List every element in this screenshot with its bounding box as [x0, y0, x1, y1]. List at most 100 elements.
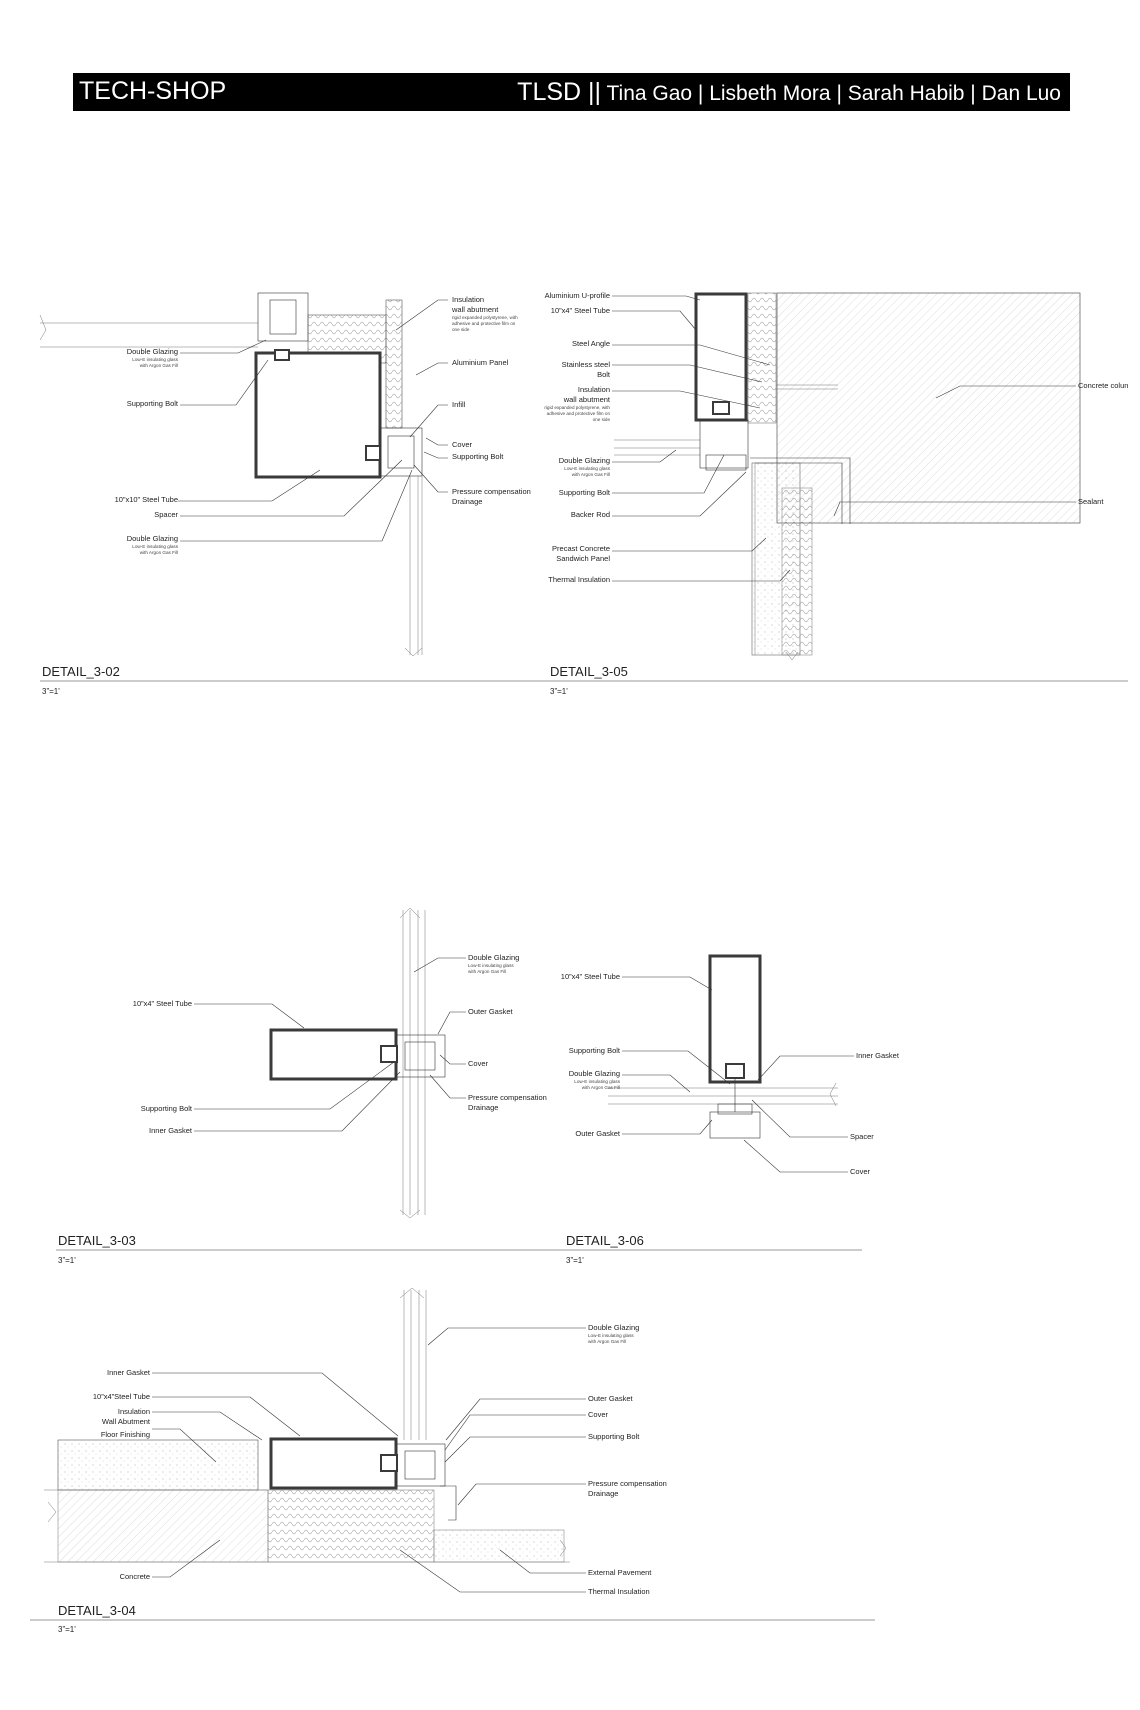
label-wall-abutment: Wall Abutment — [102, 1417, 151, 1426]
team-credits: TLSD || Tina Gao | Lisbeth Mora | Sarah … — [517, 78, 1061, 107]
svg-text:wall abutment: wall abutment — [451, 305, 499, 314]
steel-tube-10x4 — [269, 1437, 398, 1490]
svg-text:Drainage: Drainage — [588, 1489, 618, 1498]
steel-tube-10x4 — [269, 1028, 398, 1081]
label-insulation: Insulation — [452, 295, 484, 304]
label-steel-angle: Steel Angle — [572, 339, 610, 348]
label-spacer: Spacer — [850, 1132, 874, 1141]
label-insulation: Insulation — [118, 1407, 150, 1416]
label-floor-finishing: Floor Finishing — [101, 1430, 150, 1439]
label-thermal-insulation: Thermal Insulation — [548, 575, 610, 584]
label-u-profile: Aluminium U-profile — [545, 291, 610, 300]
label-insulation: Insulation — [578, 385, 610, 394]
label-steel-tube: 10”x4” Steel Tube — [561, 972, 620, 981]
concrete-slab — [57, 1489, 269, 1563]
detail-scale-3-04: 3”=1' — [58, 1625, 76, 1634]
svg-text:with Argon Gas Fill: with Argon Gas Fill — [468, 969, 506, 974]
detail-scale-3-03: 3”=1' — [58, 1256, 76, 1265]
svg-text:one side: one side — [452, 327, 470, 332]
detail-scale-3-05: 3”=1' — [550, 687, 568, 696]
svg-text:wall abutment: wall abutment — [563, 395, 611, 404]
svg-text:adhesive and protective film o: adhesive and protective film on — [452, 321, 516, 326]
label-spacer: Spacer — [154, 510, 178, 519]
detail-title-3-03: DETAIL_3-03 — [58, 1233, 136, 1248]
label-cover: Cover — [588, 1410, 609, 1419]
label-outer-gasket: Outer Gasket — [468, 1007, 514, 1016]
label-concrete-column: Concrete colun — [1078, 381, 1128, 390]
svg-text:with Argon Gas Fill: with Argon Gas Fill — [140, 363, 178, 368]
svg-text:Bolt: Bolt — [597, 370, 611, 379]
svg-text:Sandwich Panel: Sandwich Panel — [556, 554, 610, 563]
label-sealant: Sealant — [1078, 497, 1104, 506]
label-double-glazing-bottom: Double Glazing — [127, 534, 178, 543]
label-double-glazing-top: Double Glazing — [127, 347, 178, 356]
svg-text:Low-E insulating glass: Low-E insulating glass — [574, 1079, 620, 1084]
detail-title-3-05: DETAIL_3-05 — [550, 664, 628, 679]
team-members: Tina Gao | Lisbeth Mora | Sarah Habib | … — [606, 82, 1061, 105]
external-pavement — [433, 1529, 565, 1563]
svg-text:Low-E insulating glass: Low-E insulating glass — [564, 466, 610, 471]
svg-text:adhesive and protective film o: adhesive and protective film on — [547, 411, 611, 416]
label-pressure-compensation: Pressure compensation — [588, 1479, 667, 1488]
cover-clamp — [396, 1034, 446, 1078]
label-supporting-bolt: Supporting Bolt — [559, 488, 611, 497]
detail-3-04: Inner Gasket 10”x4”Steel Tube Insulation… — [30, 1287, 875, 1634]
label-double-glazing: Double Glazing — [588, 1323, 639, 1332]
label-inner-gasket: Inner Gasket — [107, 1368, 151, 1377]
concrete-column — [776, 292, 1081, 524]
label-outer-gasket: Outer Gasket — [588, 1394, 634, 1403]
label-aluminium-panel: Aluminium Panel — [452, 358, 509, 367]
label-inner-gasket: Inner Gasket — [149, 1126, 193, 1135]
label-double-glazing: Double Glazing — [569, 1069, 620, 1078]
label-pressure-compensation: Pressure compensation — [452, 487, 531, 496]
svg-text:rigid expanded polystyrene, wi: rigid expanded polystyrene, with — [452, 315, 518, 320]
label-concrete: Concrete — [120, 1572, 150, 1581]
label-steel-tube: 10”x4” Steel Tube — [551, 306, 610, 315]
svg-text:with Argon Gas Fill: with Argon Gas Fill — [140, 550, 178, 555]
label-double-glazing: Double Glazing — [468, 953, 519, 962]
svg-text:with Argon Gas Fill: with Argon Gas Fill — [588, 1339, 626, 1344]
detail-title-3-04: DETAIL_3-04 — [58, 1603, 136, 1618]
label-double-glazing: Double Glazing — [559, 456, 610, 465]
studio-name: TLSD || — [517, 78, 602, 106]
right-clamp — [379, 427, 423, 477]
label-supporting-bolt: Supporting Bolt — [588, 1432, 640, 1441]
svg-text:with Argon Gas Fill: with Argon Gas Fill — [582, 1085, 620, 1090]
label-thermal-insulation: Thermal Insulation — [588, 1587, 650, 1596]
svg-text:with Argon Gas Fill: with Argon Gas Fill — [572, 472, 610, 477]
label-supporting-bolt: Supporting Bolt — [141, 1104, 193, 1113]
svg-text:Drainage: Drainage — [452, 497, 482, 506]
floor-finishing — [57, 1439, 259, 1491]
label-pressure-compensation: Pressure compensation — [468, 1093, 547, 1102]
label-supporting-bolt-left: Supporting Bolt — [127, 399, 179, 408]
svg-text:one side: one side — [593, 417, 611, 422]
label-external-pavement: External Pavement — [588, 1568, 652, 1577]
label-inner-gasket: Inner Gasket — [856, 1051, 900, 1060]
thermal-insulation — [267, 1489, 435, 1563]
label-stainless-bolt: Stainless steel — [562, 360, 611, 369]
label-cover: Cover — [850, 1167, 871, 1176]
steel-tube-10x10 — [254, 351, 382, 479]
label-steel-tube: 10”x4”Steel Tube — [93, 1392, 150, 1401]
detail-title-3-02: DETAIL_3-02 — [42, 664, 120, 679]
svg-text:Low-E insulating glass: Low-E insulating glass — [588, 1333, 634, 1338]
detail-scale-3-02: 3”=1' — [42, 687, 60, 696]
svg-text:Low-E insulating glass: Low-E insulating glass — [132, 357, 178, 362]
detail-3-03: 10”x4” Steel Tube Supporting Bolt Inner … — [58, 907, 547, 1265]
title-banner: TECH-SHOP TLSD || Tina Gao | Lisbeth Mor… — [73, 73, 1070, 111]
cover-plate — [709, 1111, 761, 1139]
detail-3-05: Aluminium U-profile 10”x4” Steel Tube St… — [40, 291, 1128, 696]
label-infill: Infill — [452, 400, 466, 409]
label-steel-tube: 10”x4” Steel Tube — [133, 999, 192, 1008]
label-backer-rod: Backer Rod — [571, 510, 610, 519]
label-precast: Precast Concrete — [552, 544, 610, 553]
detail-3-02: Double Glazing Low-E insulating glass wi… — [39, 292, 531, 696]
svg-text:rigid expanded polystyrene, wi: rigid expanded polystyrene, with — [544, 405, 610, 410]
label-cover: Cover — [468, 1059, 489, 1068]
detail-title-3-06: DETAIL_3-06 — [566, 1233, 644, 1248]
label-supporting-bolt-right: Supporting Bolt — [452, 452, 504, 461]
label-cover: Cover — [452, 440, 473, 449]
steel-tube-10x4 — [694, 292, 748, 422]
svg-text:Drainage: Drainage — [468, 1103, 498, 1112]
